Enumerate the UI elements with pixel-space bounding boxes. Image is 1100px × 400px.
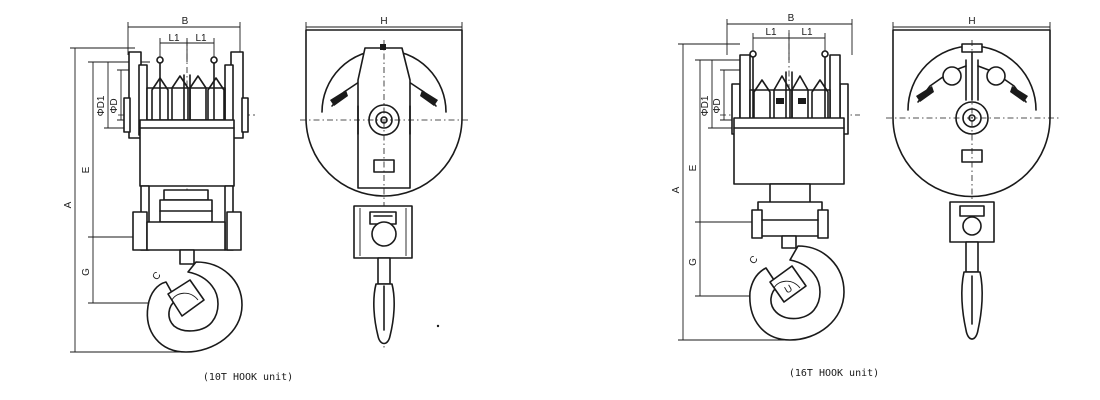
dim-h-label-right: H bbox=[968, 16, 975, 27]
dim-a-label: A bbox=[63, 201, 74, 208]
unit-10t-front-view: H bbox=[300, 16, 470, 350]
hook-u-label-right: U bbox=[783, 283, 795, 296]
unit-16t-side-view: B L1 L1 A E G ΦD1 ΦD bbox=[671, 13, 860, 341]
dim-b-label-right: B bbox=[788, 13, 795, 24]
dim-d1-label: ΦD1 bbox=[96, 95, 107, 116]
hook-c-label-right: C bbox=[748, 254, 761, 267]
caption-10t-hook-unit: (10T HOOK unit) bbox=[203, 372, 293, 383]
dim-d-label-right: ΦD bbox=[712, 98, 723, 113]
caption-16t-hook-unit: (16T HOOK unit) bbox=[789, 368, 879, 379]
dim-g-label: G bbox=[81, 268, 92, 276]
dim-d1-label-right: ΦD1 bbox=[700, 95, 711, 116]
dim-d-label: ΦD bbox=[109, 98, 120, 113]
dim-e-label-right: E bbox=[688, 164, 699, 171]
hook-c-label-left: C bbox=[151, 270, 164, 283]
dim-l1-right-label: L1 bbox=[195, 33, 207, 44]
dim-l1-right-label-right: L1 bbox=[801, 27, 813, 38]
dim-e-label: E bbox=[81, 166, 92, 173]
dim-l1-left-label: L1 bbox=[168, 33, 180, 44]
dim-b-label: B bbox=[182, 16, 189, 27]
dim-l1-left-label-right: L1 bbox=[765, 27, 777, 38]
dim-a-label-right: A bbox=[671, 186, 682, 193]
unit-16t-front-view: H bbox=[886, 16, 1060, 340]
dim-g-label-right: G bbox=[688, 258, 699, 266]
dim-h-label-left: H bbox=[380, 16, 387, 27]
unit-10t-side-view: B L1 L1 A E G ΦD1 ΦD bbox=[63, 16, 255, 353]
